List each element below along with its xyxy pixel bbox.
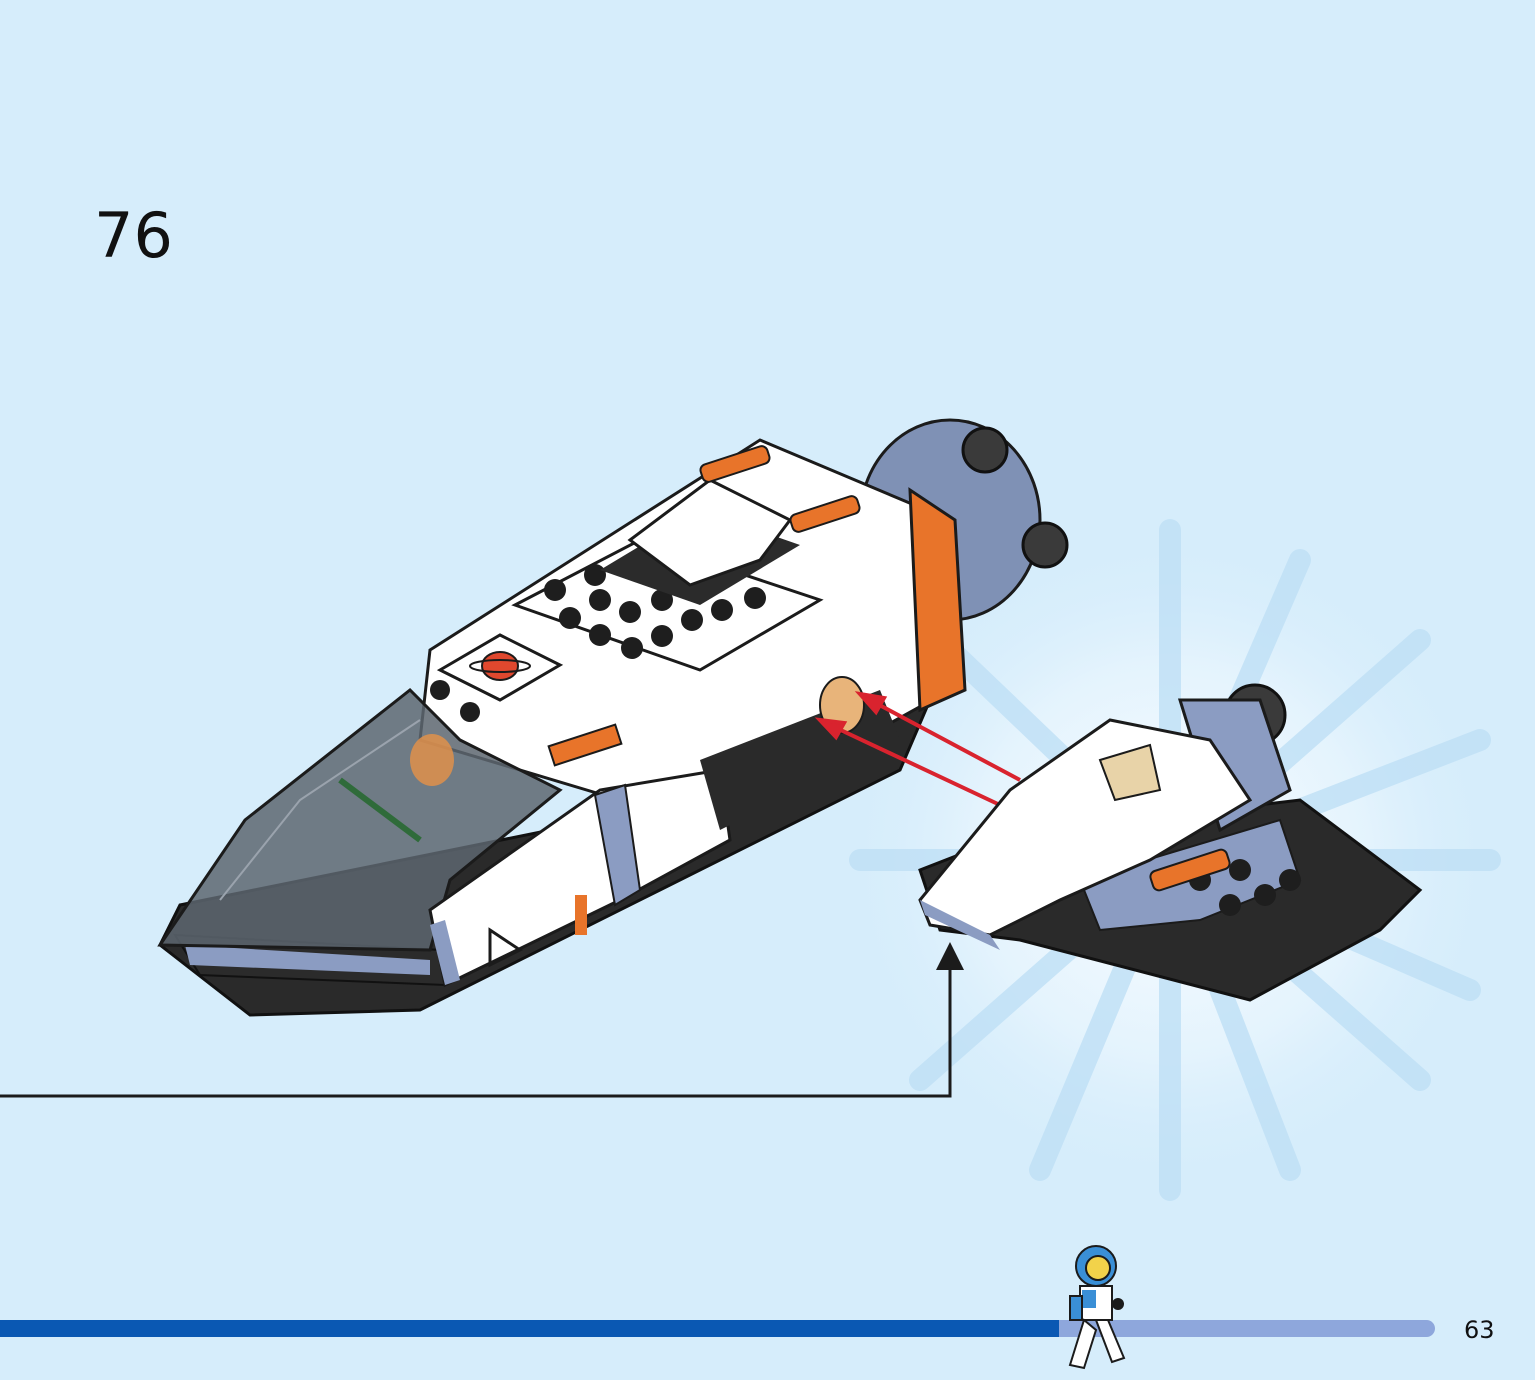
page-number: 63	[1464, 1316, 1495, 1344]
engine-subassembly	[918, 683, 1423, 1002]
spaceship-main-assembly	[157, 418, 1069, 1017]
progress-bar-fill	[0, 1320, 1060, 1337]
astronaut-minifigure-icon	[1068, 1245, 1126, 1370]
arrow-up-icon	[936, 942, 964, 970]
progress-bar	[0, 1320, 1435, 1337]
callout-pointer	[0, 942, 964, 1098]
assembly-arrows	[814, 691, 1021, 807]
step-number: 76	[94, 199, 173, 272]
